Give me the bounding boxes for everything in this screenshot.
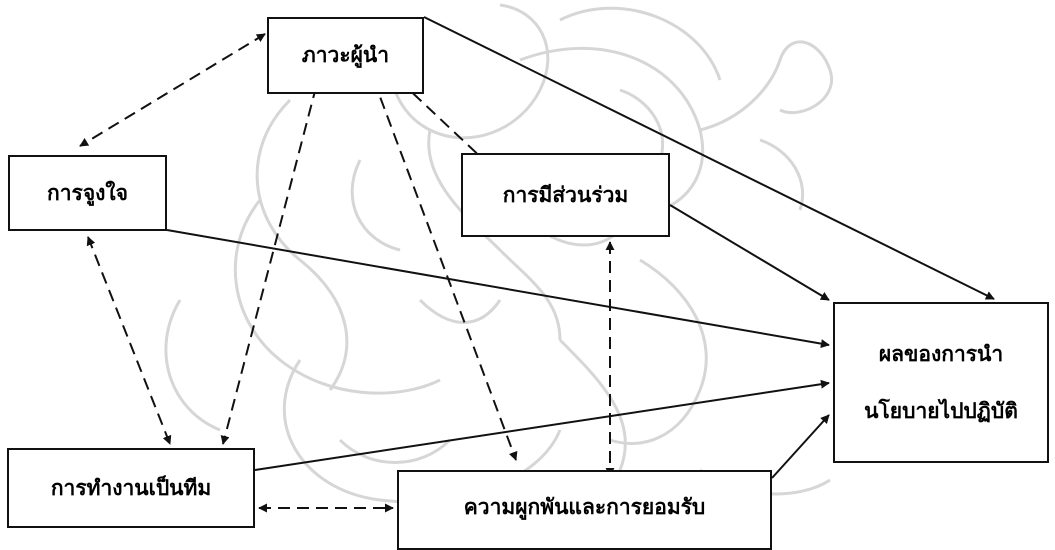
arrow-teamwork-outcome xyxy=(255,383,829,470)
participation-label: การมีส่วนร่วม xyxy=(503,179,629,212)
teamwork-label: การทำงานเป็นทีม xyxy=(51,472,211,505)
motivation-label: การจูงใจ xyxy=(47,177,128,210)
participation-box: การมีส่วนร่วม xyxy=(461,153,670,237)
arrow-commitment-outcome xyxy=(772,415,829,478)
arrow-motivation-outcome xyxy=(167,230,829,345)
arrow-leadership-teamwork xyxy=(223,68,321,444)
outcome-label-line1: ผลของการนำ xyxy=(879,338,1003,371)
teamwork-box: การทำงานเป็นทีม xyxy=(7,448,255,528)
arrow-participation-outcome xyxy=(670,205,829,300)
commitment-label: ความผูกพันและการยอมรับ xyxy=(464,491,706,524)
motivation-box: การจูงใจ xyxy=(8,155,167,231)
commitment-box: ความผูกพันและการยอมรับ xyxy=(397,470,772,550)
arrow-leadership-commitment xyxy=(367,62,516,460)
leadership-box: ภาวะผู้นำ xyxy=(267,17,424,94)
outcome-label-line2: นโยบายไปปฏิบัติ xyxy=(864,395,1018,428)
outcome-box: ผลของการนำ นโยบายไปปฏิบัติ xyxy=(833,302,1049,463)
leadership-label: ภาวะผู้นำ xyxy=(302,39,389,72)
arrow-motivation-teamwork xyxy=(88,237,170,444)
arrow-leadership-motivation xyxy=(80,34,265,146)
